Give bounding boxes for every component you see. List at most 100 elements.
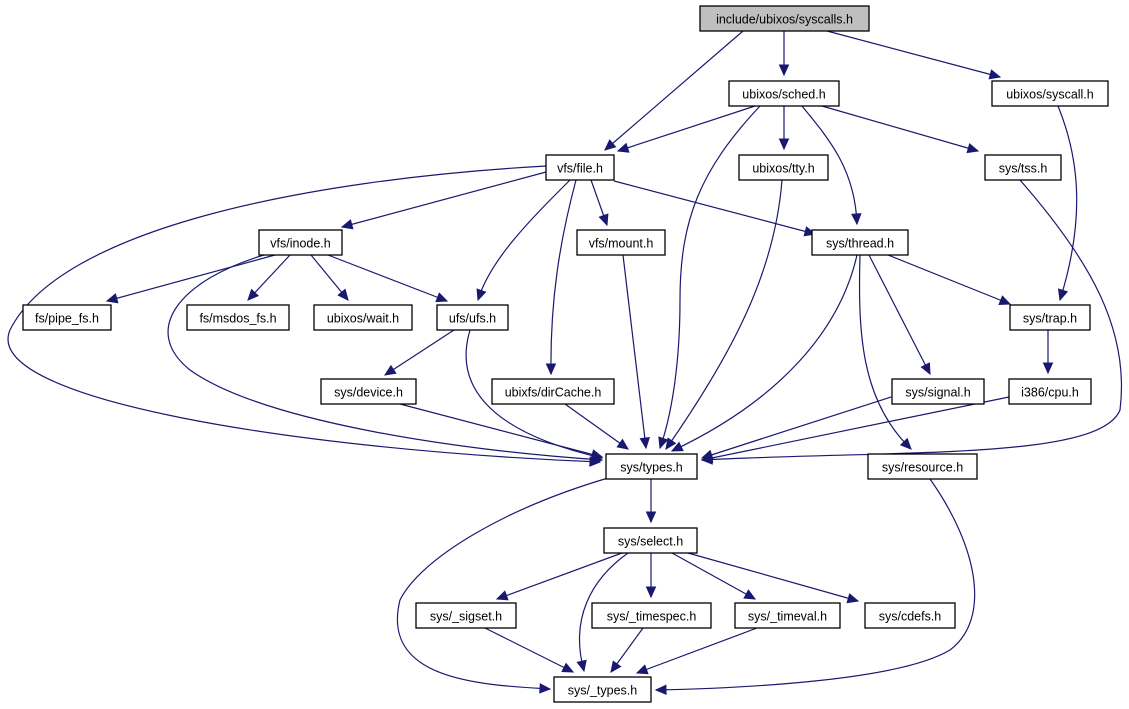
edge-select-to-sigset	[495, 552, 623, 601]
node-resource[interactable]: sys/resource.h	[867, 453, 978, 480]
node-box	[605, 453, 698, 480]
arrowhead-icon	[495, 590, 509, 601]
node-box	[576, 229, 666, 256]
arrowhead-icon	[778, 64, 790, 77]
node-label: i386/cpu.h	[1021, 386, 1079, 400]
node-cdefs[interactable]: sys/cdefs.h	[864, 602, 956, 629]
node-box	[991, 80, 1109, 107]
edge-tty-to-types	[665, 179, 783, 451]
arrowhead-icon	[616, 438, 629, 450]
node-label: sys/signal.h	[905, 386, 970, 400]
arrowhead-icon	[920, 362, 931, 376]
arrowhead-icon	[966, 143, 980, 154]
edge-line	[636, 627, 758, 674]
edge-sched-to-file	[616, 105, 756, 153]
node-label: sys/_types.h	[568, 684, 638, 698]
node-box	[1008, 378, 1092, 405]
edge-line	[701, 396, 1010, 461]
node-msdosfs[interactable]: fs/msdos_fs.h	[186, 304, 290, 331]
node-sched[interactable]: ubixos/sched.h	[728, 80, 840, 107]
edge-file-to-thread	[613, 180, 817, 237]
node-label: sys/types.h	[620, 461, 683, 475]
arrowhead-icon	[670, 441, 684, 452]
arrowhead-icon	[337, 288, 349, 301]
edge-sigset-to-_types	[484, 627, 575, 673]
edge-select-to-timespec	[645, 553, 657, 599]
edge-inode-to-ufs	[327, 254, 449, 303]
node-label: sys/_sigset.h	[430, 610, 502, 624]
edge-signal-to-types	[700, 396, 892, 460]
node-wait[interactable]: ubixos/wait.h	[313, 304, 413, 331]
node-label: sys/tss.h	[999, 162, 1048, 176]
node-syscall[interactable]: ubixos/syscall.h	[991, 80, 1109, 107]
edge-thread-to-resource	[858, 254, 912, 450]
edge-root-to-syscall	[826, 30, 1002, 80]
arrowhead-icon	[639, 436, 650, 450]
node-label: sys/resource.h	[882, 461, 963, 475]
edge-line	[496, 552, 623, 600]
node-box	[22, 304, 112, 331]
node-box	[1009, 304, 1091, 331]
node-box	[436, 304, 509, 331]
node-cpu[interactable]: i386/cpu.h	[1008, 378, 1092, 405]
arrowhead-icon	[700, 452, 714, 464]
arrowhead-icon	[665, 437, 677, 451]
edge-thread-to-signal	[868, 254, 931, 376]
edge-sched-to-tty	[778, 106, 790, 151]
edge-line	[655, 478, 976, 691]
node-types[interactable]: sys/_types.h	[553, 676, 652, 703]
edge-line	[484, 627, 574, 673]
node-device[interactable]: sys/device.h	[320, 378, 417, 405]
node-pipefs[interactable]: fs/pipe_fs.h	[22, 304, 112, 331]
edge-line	[622, 254, 647, 449]
edge-line	[578, 552, 629, 672]
edge-file-to-ufs	[476, 179, 571, 302]
node-timeval[interactable]: sys/_timeval.h	[734, 602, 841, 629]
arrowhead-icon	[846, 593, 860, 604]
arrowhead-icon	[616, 142, 630, 153]
edge-line	[701, 396, 892, 459]
edge-line	[687, 552, 859, 602]
node-mount[interactable]: vfs/mount.h	[576, 229, 666, 256]
node-label: vfs/file.h	[557, 162, 603, 176]
node-box	[864, 602, 956, 629]
arrowhead-icon	[604, 139, 617, 151]
arrowhead-icon	[851, 213, 862, 226]
edge-line	[659, 105, 761, 449]
arrowhead-icon	[598, 213, 609, 227]
edge-mount-to-types	[622, 254, 650, 450]
edge-sched-to-thread	[801, 105, 862, 226]
edge-line	[826, 30, 1001, 78]
node-tss[interactable]: sys/tss.h	[984, 154, 1062, 181]
arrowhead-icon	[610, 660, 622, 673]
node-select[interactable]: sys/select.h	[603, 527, 698, 554]
node-signal[interactable]: sys/signal.h	[891, 378, 985, 405]
node-timespec[interactable]: sys/_timespec.h	[591, 602, 712, 629]
node-types[interactable]: sys/types.h	[605, 453, 698, 480]
node-label: sys/_timespec.h	[607, 610, 697, 624]
edge-line	[399, 403, 603, 458]
node-sigset[interactable]: sys/_sigset.h	[415, 602, 517, 629]
node-box	[867, 453, 978, 480]
edge-inode-to-pipe_fs	[105, 254, 276, 304]
node-thread[interactable]: sys/thread.h	[811, 229, 909, 256]
node-ufs[interactable]: ufs/ufs.h	[436, 304, 509, 331]
node-file[interactable]: vfs/file.h	[545, 154, 615, 181]
node-tty[interactable]: ubixos/tty.h	[738, 154, 829, 181]
edge-line	[868, 254, 931, 375]
edge-line	[671, 552, 756, 600]
node-inode[interactable]: vfs/inode.h	[258, 229, 343, 256]
edge-line	[550, 179, 577, 375]
node-box	[491, 378, 615, 405]
node-box	[320, 378, 417, 405]
arrowhead-icon	[545, 363, 557, 376]
edge-dircache-to-types	[564, 403, 629, 450]
node-root[interactable]: include/ubixos/syscalls.h	[699, 5, 870, 32]
node-dircache[interactable]: ubixfs/dirCache.h	[491, 378, 615, 405]
node-label: ubixos/tty.h	[752, 162, 814, 176]
edge-syscall-to-trap	[1057, 105, 1078, 302]
node-trap[interactable]: sys/trap.h	[1009, 304, 1091, 331]
node-label: fs/msdos_fs.h	[199, 312, 276, 326]
edge-file-to-dircache	[545, 179, 577, 376]
node-box	[984, 154, 1062, 181]
